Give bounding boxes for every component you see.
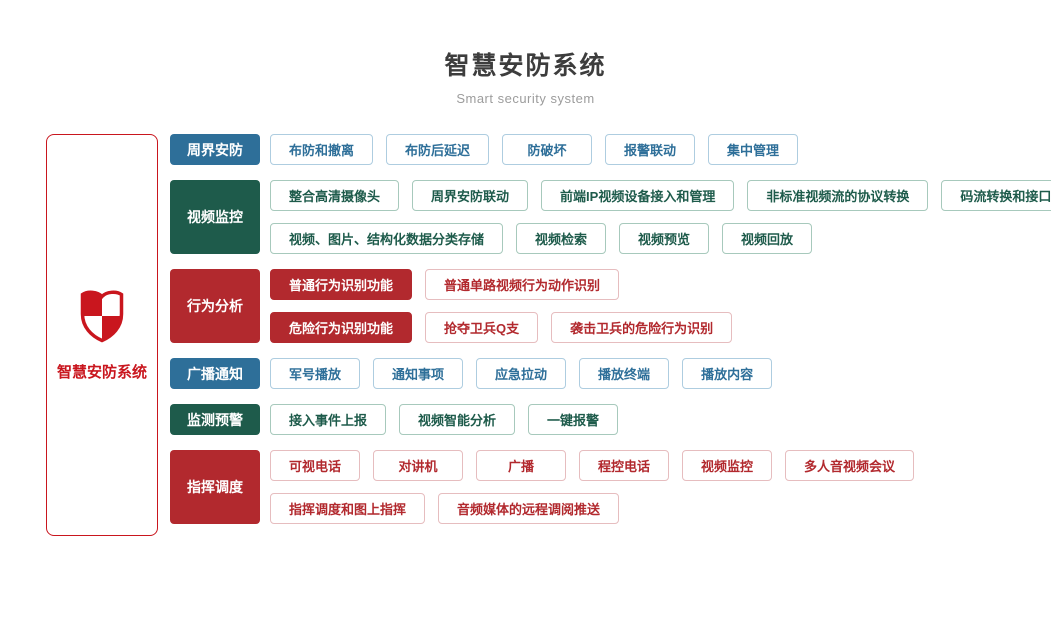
- feature-line: 视频、图片、结构化数据分类存储视频检索视频预览视频回放: [270, 223, 1051, 254]
- feature-item: 码流转换和接口转换: [941, 180, 1051, 211]
- feature-line: 接入事件上报视频智能分析一键报警: [270, 404, 619, 435]
- feature-line: 布防和撤离布防后延迟防破坏报警联动集中管理: [270, 134, 799, 165]
- feature-lines: 整合高清摄像头周界安防联动前端IP视频设备接入和管理非标准视频流的协议转换码流转…: [270, 180, 1051, 254]
- feature-item: 前端IP视频设备接入和管理: [541, 180, 735, 211]
- category-label: 周界安防: [170, 134, 260, 165]
- feature-line: 整合高清摄像头周界安防联动前端IP视频设备接入和管理非标准视频流的协议转换码流转…: [270, 180, 1051, 211]
- feature-item: 军号播放: [270, 358, 361, 389]
- feature-lines: 可视电话对讲机广播程控电话视频监控多人音视频会议指挥调度和图上指挥音频媒体的远程…: [270, 450, 915, 524]
- header: 智慧安防系统 Smart security system: [0, 0, 1051, 106]
- feature-line: 可视电话对讲机广播程控电话视频监控多人音视频会议: [270, 450, 915, 481]
- feature-item: 整合高清摄像头: [270, 180, 400, 211]
- feature-item: 视频回放: [722, 223, 813, 254]
- feature-item: 可视电话: [270, 450, 361, 481]
- feature-item: 通知事项: [373, 358, 464, 389]
- feature-lines: 普通行为识别功能普通单路视频行为动作识别危险行为识别功能抢夺卫兵Q支袭击卫兵的危…: [270, 269, 733, 343]
- root-node: 智慧安防系统: [46, 134, 158, 536]
- feature-rows: 周界安防布防和撤离布防后延迟防破坏报警联动集中管理视频监控整合高清摄像头周界安防…: [170, 134, 1051, 524]
- feature-item: 周界安防联动: [412, 180, 529, 211]
- feature-row: 周界安防布防和撤离布防后延迟防破坏报警联动集中管理: [170, 134, 1051, 165]
- feature-item: 危险行为识别功能: [270, 312, 413, 343]
- feature-item: 防破坏: [502, 134, 593, 165]
- page-subtitle: Smart security system: [456, 91, 595, 106]
- feature-item: 视频预览: [619, 223, 710, 254]
- feature-row: 视频监控整合高清摄像头周界安防联动前端IP视频设备接入和管理非标准视频流的协议转…: [170, 180, 1051, 254]
- category-label: 指挥调度: [170, 450, 260, 524]
- feature-item: 接入事件上报: [270, 404, 387, 435]
- feature-item: 袭击卫兵的危险行为识别: [551, 312, 733, 343]
- feature-item: 应急拉动: [476, 358, 567, 389]
- category-label: 广播通知: [170, 358, 260, 389]
- feature-item: 视频监控: [682, 450, 773, 481]
- feature-item: 音频媒体的远程调阅推送: [438, 493, 620, 524]
- feature-item: 报警联动: [605, 134, 696, 165]
- feature-item: 非标准视频流的协议转换: [747, 180, 929, 211]
- feature-line: 指挥调度和图上指挥音频媒体的远程调阅推送: [270, 493, 914, 524]
- page-title: 智慧安防系统: [444, 52, 607, 80]
- feature-item: 布防后延迟: [386, 134, 490, 165]
- feature-lines: 布防和撤离布防后延迟防破坏报警联动集中管理: [270, 134, 799, 165]
- feature-item: 程控电话: [579, 450, 670, 481]
- feature-item: 视频、图片、结构化数据分类存储: [270, 223, 504, 254]
- feature-line: 危险行为识别功能抢夺卫兵Q支袭击卫兵的危险行为识别: [270, 312, 733, 343]
- shield-icon: [78, 289, 126, 348]
- main-diagram: 智慧安防系统 周界安防布防和撤离布防后延迟防破坏报警联动集中管理视频监控整合高清…: [46, 134, 1051, 536]
- feature-item: 广播: [476, 450, 567, 481]
- feature-item: 指挥调度和图上指挥: [270, 493, 426, 524]
- category-label: 视频监控: [170, 180, 260, 254]
- category-label: 监测预警: [170, 404, 260, 435]
- feature-line: 军号播放通知事项应急拉动播放终端播放内容: [270, 358, 773, 389]
- feature-item: 布防和撤离: [270, 134, 374, 165]
- feature-item: 普通单路视频行为动作识别: [425, 269, 620, 300]
- feature-row: 指挥调度可视电话对讲机广播程控电话视频监控多人音视频会议指挥调度和图上指挥音频媒…: [170, 450, 1051, 524]
- feature-item: 视频检索: [516, 223, 607, 254]
- feature-row: 监测预警接入事件上报视频智能分析一键报警: [170, 404, 1051, 435]
- feature-line: 普通行为识别功能普通单路视频行为动作识别: [270, 269, 732, 300]
- feature-row: 行为分析普通行为识别功能普通单路视频行为动作识别危险行为识别功能抢夺卫兵Q支袭击…: [170, 269, 1051, 343]
- feature-item: 集中管理: [708, 134, 799, 165]
- feature-item: 普通行为识别功能: [270, 269, 413, 300]
- feature-item: 多人音视频会议: [785, 450, 915, 481]
- root-node-label: 智慧安防系统: [56, 363, 147, 381]
- feature-row: 广播通知军号播放通知事项应急拉动播放终端播放内容: [170, 358, 1051, 389]
- feature-lines: 军号播放通知事项应急拉动播放终端播放内容: [270, 358, 773, 389]
- feature-item: 一键报警: [528, 404, 619, 435]
- feature-item: 播放内容: [682, 358, 773, 389]
- feature-lines: 接入事件上报视频智能分析一键报警: [270, 404, 619, 435]
- feature-item: 播放终端: [579, 358, 670, 389]
- feature-item: 对讲机: [373, 450, 464, 481]
- feature-item: 抢夺卫兵Q支: [425, 312, 539, 343]
- category-label: 行为分析: [170, 269, 260, 343]
- feature-item: 视频智能分析: [399, 404, 516, 435]
